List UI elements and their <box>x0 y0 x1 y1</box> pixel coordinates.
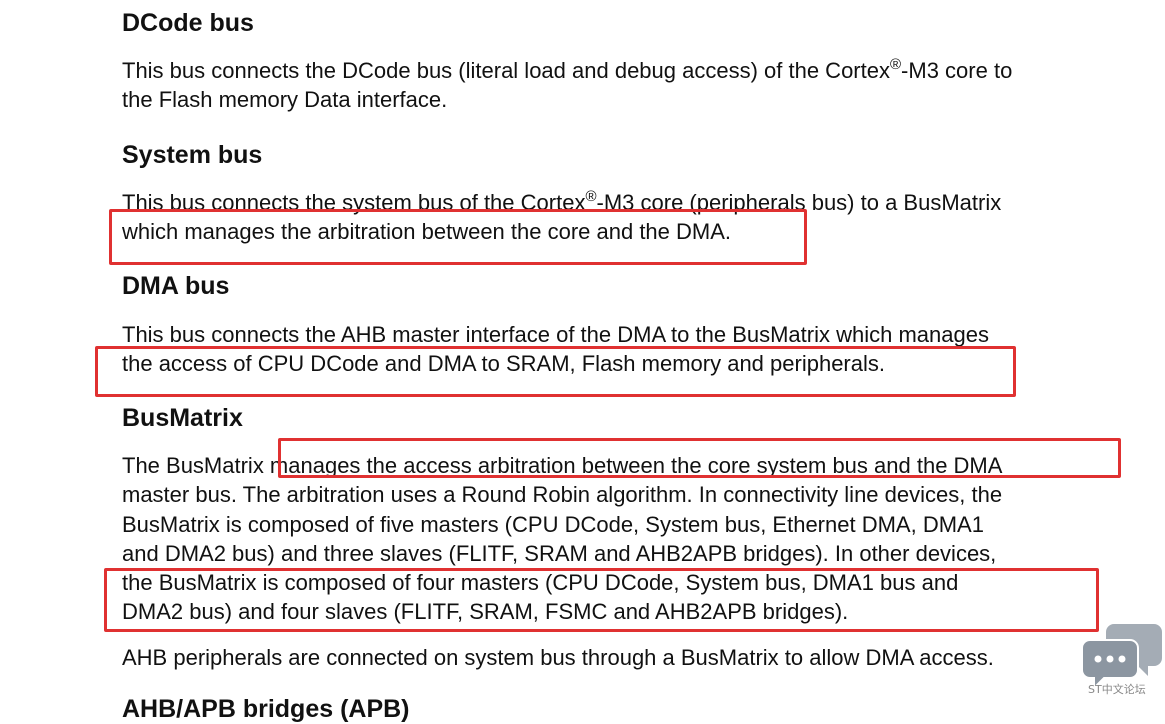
system-line-2: which manages the arbitration between th… <box>122 219 732 245</box>
dcode-line-1-text-a: This bus connects the DCode bus (literal… <box>122 58 890 83</box>
dcode-bus-heading: DCode bus <box>122 9 254 37</box>
highlight-box-system-bus <box>109 209 807 265</box>
dma-bus-paragraph: This bus connects the AHB master interfa… <box>122 320 989 379</box>
highlight-box-busmatrix-masters <box>104 568 1099 632</box>
highlight-box-busmatrix-arbitration <box>278 438 1121 478</box>
dcode-line-1: This bus connects the DCode bus (literal… <box>122 56 1012 85</box>
chat-bubbles-icon <box>1082 624 1162 691</box>
system-bus-heading: System bus <box>122 141 263 169</box>
busmatrix-line: the BusMatrix is composed of four master… <box>122 570 959 596</box>
dma-bus-heading: DMA bus <box>122 272 230 300</box>
busmatrix-line: BusMatrix is composed of five masters (C… <box>122 511 984 537</box>
dcode-line-1-text-b: -M3 core to <box>901 58 1013 83</box>
highlight-box-dma-bus <box>95 346 1016 397</box>
ahb-note-line: AHB peripherals are connected on system … <box>122 645 994 670</box>
busmatrix-line: master bus. The arbitration uses a Round… <box>122 482 1003 508</box>
dcode-bus-paragraph: This bus connects the DCode bus (literal… <box>122 56 1012 115</box>
dma-line-1: This bus connects the AHB master interfa… <box>122 322 989 347</box>
dma-line-2: the access of CPU DCode and DMA to SRAM,… <box>122 351 885 377</box>
dcode-line-2: the Flash memory Data interface. <box>122 87 448 113</box>
ahb-peripherals-paragraph: AHB peripherals are connected on system … <box>122 643 994 672</box>
watermark-label: ST中文论坛 <box>1088 683 1146 696</box>
busmatrix-line: The BusMatrix manages the access arbitra… <box>122 453 1003 478</box>
document-page: DCode bus This bus connects the DCode bu… <box>95 9 1162 723</box>
registered-mark: ® <box>585 188 597 205</box>
busmatrix-heading: BusMatrix <box>122 404 243 432</box>
registered-mark: ® <box>889 56 902 73</box>
busmatrix-paragraph: The BusMatrix manages the access arbitra… <box>122 451 1002 627</box>
busmatrix-line: and DMA2 bus) and three slaves (FLITF, S… <box>122 540 997 566</box>
ahb-apb-bridges-heading: AHB/APB bridges (APB) <box>122 695 410 723</box>
busmatrix-line: DMA2 bus) and four slaves (FLITF, SRAM, … <box>122 599 849 625</box>
